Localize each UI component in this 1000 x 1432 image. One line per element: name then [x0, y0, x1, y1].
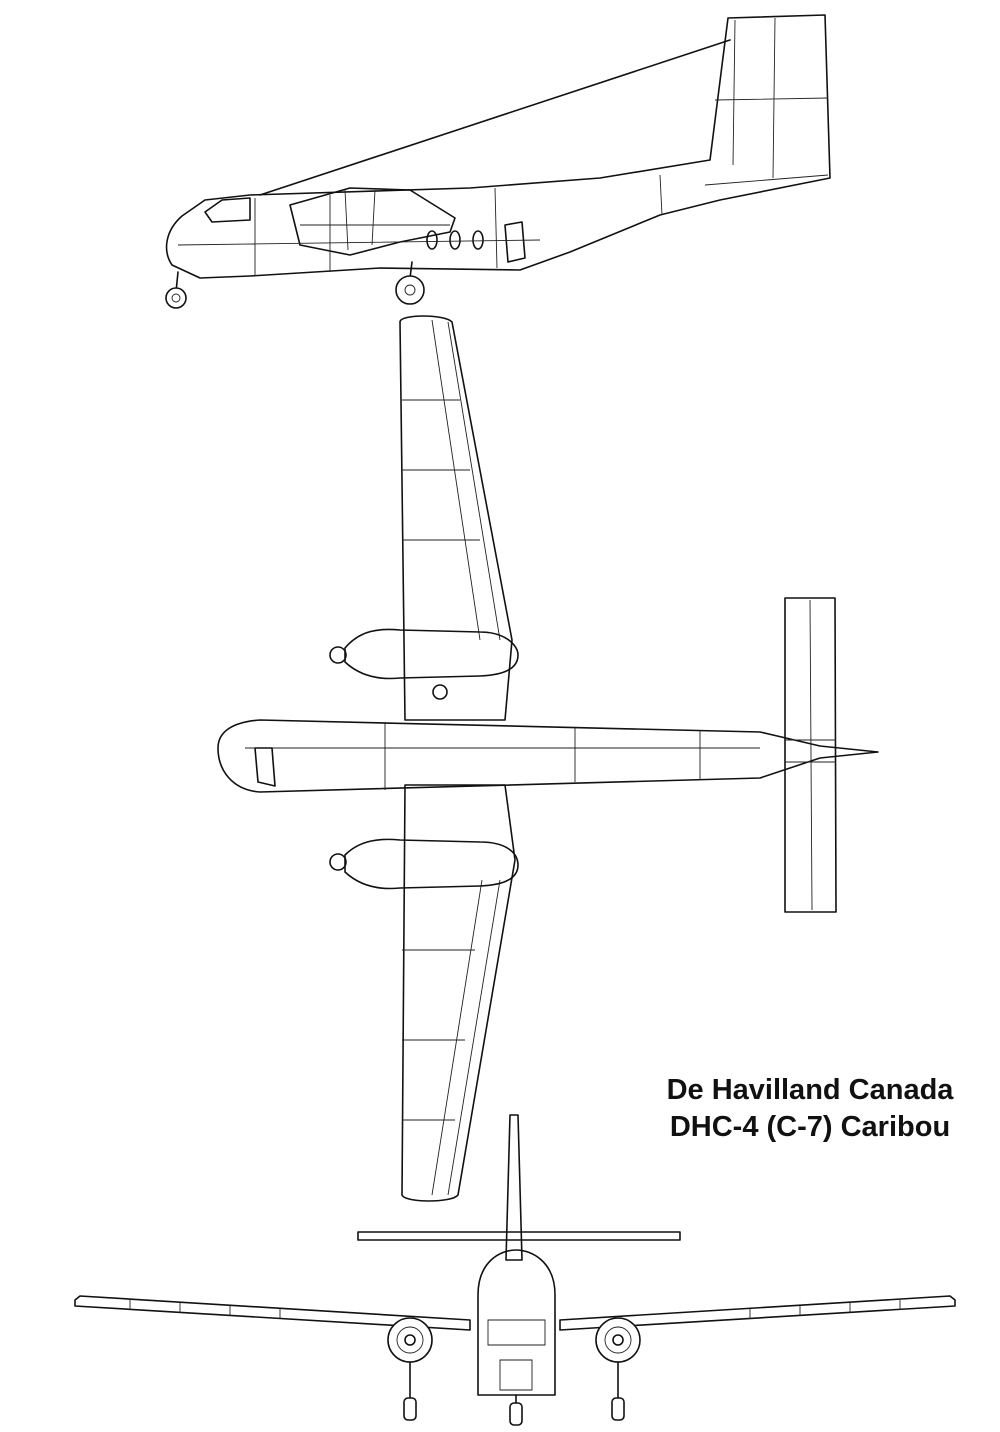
front-engine-right — [595, 1317, 641, 1421]
top-tailplane — [784, 597, 837, 913]
top-engine-lower — [344, 838, 519, 890]
side-panel-lines — [177, 174, 663, 276]
front-wing-left — [74, 1295, 471, 1331]
front-fuselage — [477, 1249, 556, 1396]
side-fuselage — [165, 14, 831, 279]
side-cockpit-window — [204, 197, 251, 223]
top-fuselage — [217, 719, 879, 793]
drawing-title: De Havilland Canada DHC-4 (C-7) Caribou — [640, 1072, 980, 1146]
title-line-2: DHC-4 (C-7) Caribou — [669, 1111, 951, 1143]
side-roof-line — [259, 39, 731, 196]
top-view — [217, 315, 879, 1202]
side-fin — [704, 17, 829, 186]
top-fuselage-panels — [245, 722, 760, 790]
side-nose-gear — [165, 271, 187, 309]
top-wing-upper-flaps — [402, 319, 501, 641]
front-fin — [505, 1114, 523, 1261]
side-engine-cowl — [300, 189, 450, 251]
side-window — [472, 230, 484, 250]
front-windscreen — [487, 1319, 546, 1391]
front-view — [74, 1114, 956, 1426]
front-wing-right — [559, 1295, 956, 1331]
side-engine-nacelle — [289, 187, 456, 256]
top-wing-lower — [401, 784, 516, 1202]
front-engine-left — [387, 1317, 433, 1421]
top-spinner-lower — [329, 853, 347, 871]
top-spinner-upper — [329, 646, 347, 664]
side-window — [449, 230, 461, 250]
side-window — [426, 230, 438, 250]
top-tail-elevator — [785, 599, 836, 911]
top-marking — [432, 684, 448, 700]
top-cockpit — [254, 747, 276, 787]
side-main-gear — [395, 261, 425, 305]
top-wing-upper — [399, 315, 513, 721]
top-engine-upper — [344, 628, 519, 680]
top-wing-lower-flaps — [402, 879, 501, 1196]
side-rear-door — [504, 221, 526, 263]
front-wing-ticks — [129, 1300, 901, 1319]
side-view — [165, 14, 831, 309]
title-line-1: De Havilland Canada — [666, 1074, 954, 1106]
front-stabilizer — [357, 1231, 681, 1241]
front-nose-gear — [509, 1394, 523, 1426]
